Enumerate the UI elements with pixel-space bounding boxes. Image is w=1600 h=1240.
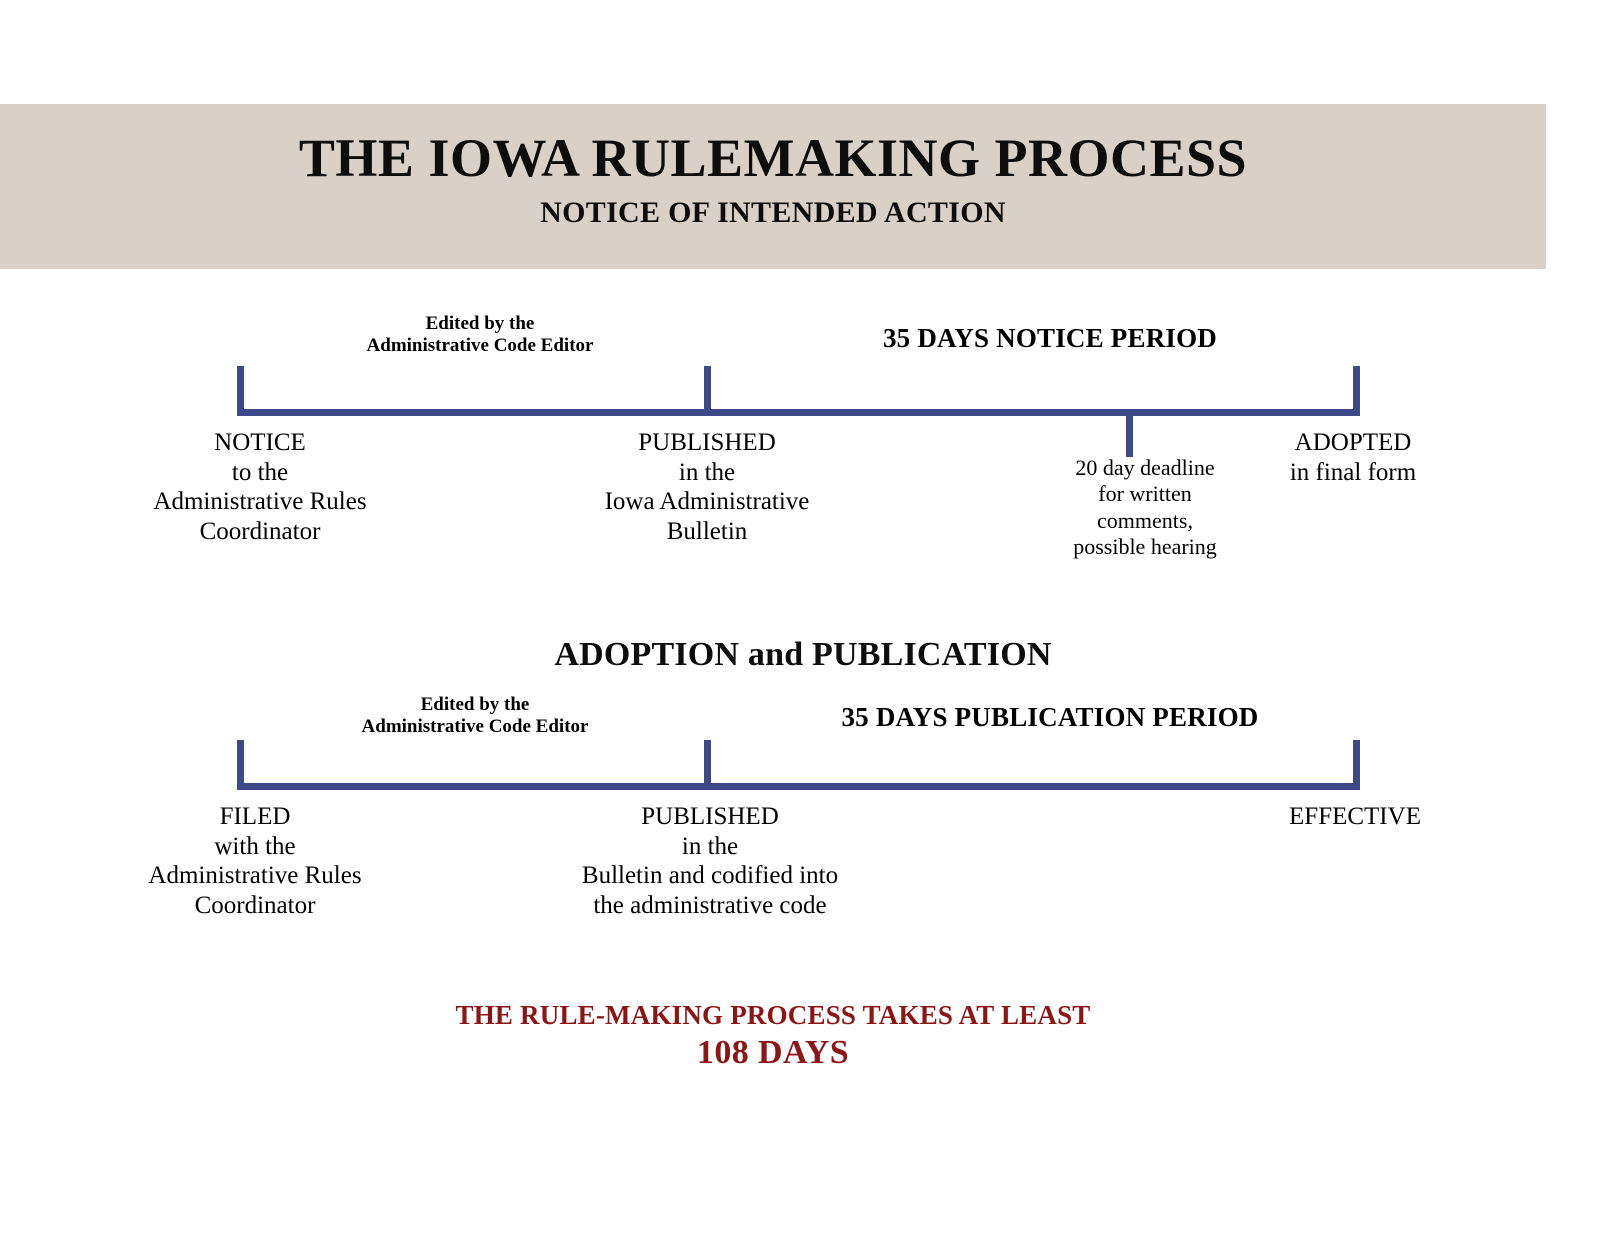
notice-tick-adopted — [1353, 366, 1360, 413]
adoption-node-published-line3: the administrative code — [593, 891, 827, 919]
deadline-line1: 20 day deadline — [1075, 455, 1215, 480]
notice-node-adopted: ADOPTED in final form — [1213, 428, 1493, 487]
footer-total-days: 108 DAYS — [696, 1034, 850, 1071]
deadline-line3: comments, — [1097, 507, 1193, 533]
adoption-period-label: 35 DAYS PUBLICATION PERIOD — [841, 702, 1259, 732]
notice-node-published-line1: in the — [678, 458, 736, 486]
notice-timeline-bar — [237, 409, 1360, 416]
adoption-section-heading: ADOPTION and PUBLICATION — [554, 636, 1052, 673]
adoption-node-published: PUBLISHED in the Bulletin and codified i… — [535, 802, 885, 920]
adoption-node-published-head: PUBLISHED — [641, 803, 779, 830]
notice-node-notice-line3: Coordinator — [199, 517, 321, 545]
notice-node-published-line2: Iowa Administrative — [604, 488, 810, 515]
notice-tick-published — [704, 366, 711, 413]
notice-node-adopted-head: ADOPTED — [1294, 429, 1412, 456]
page-subtitle: NOTICE OF INTENDED ACTION — [540, 196, 1006, 229]
adoption-node-filed-head: FILED — [219, 803, 291, 830]
adoption-edited-note: Edited by the Administrative Code Editor — [361, 694, 589, 738]
deadline-line4: possible hearing — [1073, 534, 1217, 560]
adoption-node-filed-line2: Administrative Rules — [148, 862, 362, 889]
adoption-node-published-line2: Bulletin and codified into — [581, 862, 839, 889]
adoption-node-effective-head: EFFECTIVE — [1289, 803, 1421, 830]
notice-node-notice-head: NOTICE — [214, 429, 306, 456]
adoption-node-filed-line3: Coordinator — [194, 891, 316, 919]
notice-period-label: 35 DAYS NOTICE PERIOD — [882, 323, 1217, 353]
notice-tick-comment-deadline — [1126, 413, 1133, 457]
page-title: THE IOWA RULEMAKING PROCESS — [298, 128, 1248, 188]
adoption-tick-effective — [1353, 740, 1360, 787]
adoption-tick-start — [237, 740, 244, 787]
header-banner: THE IOWA RULEMAKING PROCESS NOTICE OF IN… — [0, 104, 1546, 269]
adoption-node-filed: FILED with the Administrative Rules Coor… — [105, 802, 405, 920]
adoption-node-published-line1: in the — [681, 832, 739, 860]
adoption-node-filed-line1: with the — [214, 832, 296, 860]
notice-tick-start — [237, 366, 244, 413]
adoption-node-effective: EFFECTIVE — [1215, 802, 1495, 832]
footer-summary-text: THE RULE-MAKING PROCESS TAKES AT LEAST — [455, 1000, 1091, 1030]
notice-node-notice-line1: to the — [231, 458, 289, 486]
notice-edited-note: Edited by the Administrative Code Editor — [366, 313, 594, 357]
notice-node-published-line3: Bulletin — [666, 517, 748, 545]
notice-node-adopted-line1: in final form — [1289, 458, 1417, 486]
notice-node-notice-line2: Administrative Rules — [153, 488, 367, 515]
deadline-line2: for written — [1098, 481, 1192, 507]
notice-node-published: PUBLISHED in the Iowa Administrative Bul… — [557, 428, 857, 546]
adoption-tick-published — [704, 740, 711, 787]
notice-comment-deadline-note: 20 day deadline for written comments, po… — [1020, 455, 1270, 561]
notice-node-notice: NOTICE to the Administrative Rules Coord… — [110, 428, 410, 546]
adoption-timeline-bar — [237, 783, 1360, 790]
notice-node-published-head: PUBLISHED — [638, 429, 776, 456]
